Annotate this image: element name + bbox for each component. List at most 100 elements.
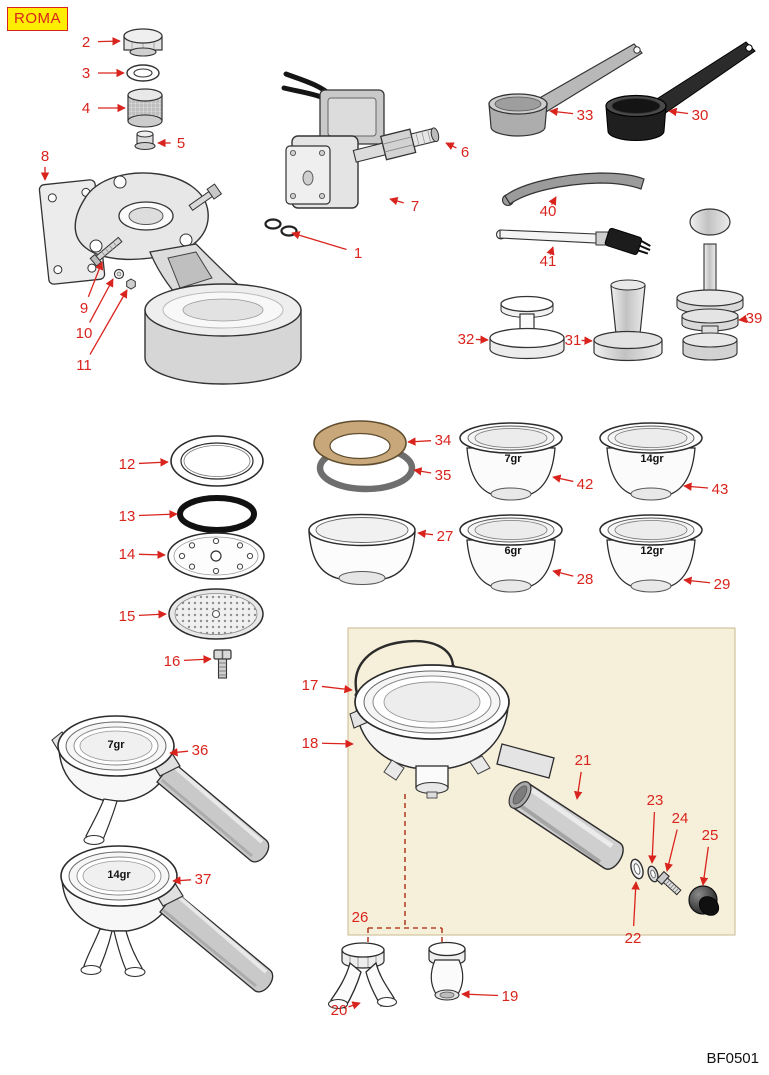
callout-39: 39 xyxy=(746,310,763,327)
callout-40: 40 xyxy=(540,203,557,220)
brand-badge: ROMA xyxy=(7,7,68,31)
callout-arrow-22 xyxy=(631,881,640,927)
callout-4: 4 xyxy=(82,100,90,117)
callout-12: 12 xyxy=(119,456,136,473)
callout-17: 17 xyxy=(302,677,319,694)
callout-arrow-33 xyxy=(549,107,574,117)
callout-28: 28 xyxy=(577,571,594,588)
part-cap-gasket xyxy=(126,64,160,82)
part-inlet-strainer xyxy=(127,88,163,128)
callout-arrow-28 xyxy=(552,568,574,577)
callout-arrow-19 xyxy=(461,990,499,999)
part-solenoid-valve xyxy=(281,71,385,209)
part-group-gasket xyxy=(313,420,407,466)
callout-arrow-25 xyxy=(699,846,709,886)
part-scoop-black xyxy=(605,41,756,142)
callout-42: 42 xyxy=(577,476,594,493)
basket-size-label: 14gr xyxy=(107,869,131,881)
callout-13: 13 xyxy=(119,508,136,525)
callout-35: 35 xyxy=(435,467,452,484)
part-hose-barb-fitting xyxy=(352,127,440,163)
callout-15: 15 xyxy=(119,608,136,625)
callout-18: 18 xyxy=(302,735,319,752)
callout-37: 37 xyxy=(195,871,212,888)
part-handle xyxy=(508,781,624,870)
part-handle-end-cap xyxy=(688,885,720,916)
callout-41: 41 xyxy=(540,253,557,270)
callout-31: 31 xyxy=(565,332,582,349)
callout-arrow-15 xyxy=(138,610,167,619)
callout-arrow-18 xyxy=(321,739,354,749)
callout-arrow-34 xyxy=(407,437,432,446)
basket-size-label: 14gr xyxy=(640,453,664,465)
callout-21: 21 xyxy=(575,752,592,769)
callout-arrow-27 xyxy=(417,529,434,539)
callout-arrow-40 xyxy=(548,196,557,206)
callout-arrow-37 xyxy=(172,876,192,885)
callout-arrow-39 xyxy=(738,314,748,324)
callout-9: 9 xyxy=(80,300,88,317)
basket-size-label: 7gr xyxy=(504,453,522,465)
callout-arrow-24 xyxy=(664,829,678,872)
callout-6: 6 xyxy=(461,144,469,161)
callout-25: 25 xyxy=(702,827,719,844)
part-washer-22 xyxy=(630,858,644,880)
callout-10: 10 xyxy=(76,325,93,342)
callout-layer: 1234567891011121314151617181920212223242… xyxy=(40,34,763,1019)
basket-size-label: 6gr xyxy=(504,545,522,557)
part-spout-double xyxy=(327,942,398,1010)
callout-14: 14 xyxy=(119,546,136,563)
part-dispersion-plate xyxy=(167,532,265,580)
part-basket-6gr xyxy=(459,514,563,593)
part-portafilter-14gr xyxy=(60,845,274,993)
callout-26: 26 xyxy=(352,909,369,926)
assembly-dashed-lines xyxy=(367,794,443,944)
part-spout-single xyxy=(428,941,466,1001)
part-tamper-tall-knob xyxy=(676,208,744,361)
callout-arrow-21 xyxy=(573,771,583,800)
callout-arrow-42 xyxy=(552,474,574,483)
callout-arrow-10 xyxy=(89,278,114,323)
callout-arrow-23 xyxy=(648,811,657,864)
part-aluminium-tamper xyxy=(593,279,663,362)
callout-arrow-35 xyxy=(413,467,432,476)
part-plastic-tamper xyxy=(489,295,565,360)
callout-23: 23 xyxy=(647,792,664,809)
part-screw xyxy=(213,649,232,679)
callout-27: 27 xyxy=(437,528,454,545)
part-portafilter-body xyxy=(349,664,555,799)
callout-30: 30 xyxy=(692,107,709,124)
basket-size-label: 7gr xyxy=(107,739,125,751)
callout-arrow-32 xyxy=(475,335,489,344)
callout-arrow-31 xyxy=(581,336,593,345)
part-oring-large xyxy=(177,495,257,533)
part-scoop-grey xyxy=(488,43,643,137)
callout-arrow-6 xyxy=(445,142,457,151)
part-basket-14gr xyxy=(599,422,703,501)
basket-size-label: 12gr xyxy=(640,545,664,557)
part-nut-small xyxy=(126,278,136,290)
part-blind-cap xyxy=(123,28,163,57)
callout-arrow-29 xyxy=(683,576,711,585)
part-ring xyxy=(170,435,264,487)
part-orings xyxy=(264,218,298,237)
part-washer-small xyxy=(113,268,125,280)
callout-arrow-14 xyxy=(138,550,166,560)
part-nut xyxy=(134,130,156,151)
diagram-code: BF0501 xyxy=(706,1050,759,1067)
callout-2: 2 xyxy=(82,34,90,51)
callout-arrow-20 xyxy=(348,1001,361,1010)
part-cleaning-brush xyxy=(495,227,651,255)
callout-arrow-11 xyxy=(89,289,128,355)
part-basket-12gr xyxy=(599,514,703,593)
callout-arrow-1 xyxy=(291,231,347,251)
callout-arrow-9 xyxy=(87,261,104,298)
part-portafilter-7gr xyxy=(51,715,270,863)
callout-19: 19 xyxy=(502,988,519,1005)
callout-33: 33 xyxy=(577,107,594,124)
callout-5: 5 xyxy=(177,135,185,152)
callout-arrow-7 xyxy=(389,196,404,206)
callout-32: 32 xyxy=(458,331,475,348)
callout-7: 7 xyxy=(411,198,419,215)
